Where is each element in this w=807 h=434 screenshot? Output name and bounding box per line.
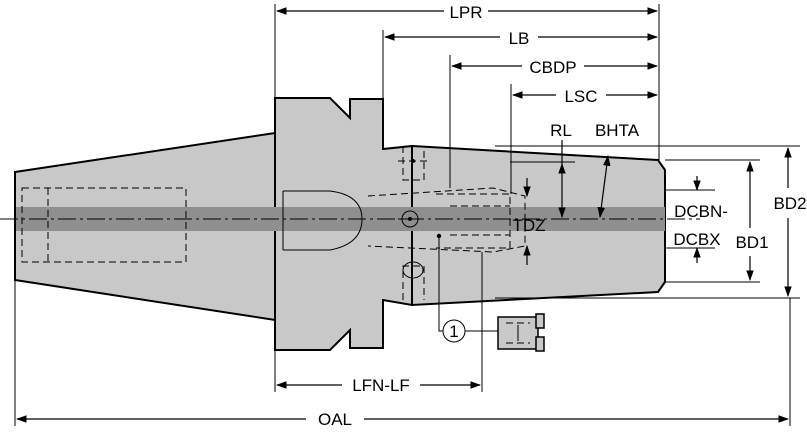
label-lsc: LSC xyxy=(564,87,597,106)
label-lpr: LPR xyxy=(449,3,482,22)
label-dcbn: DCBN- xyxy=(674,202,728,221)
label-lb: LB xyxy=(509,29,530,48)
extension-lines xyxy=(14,4,800,426)
label-dcbx: DCBX xyxy=(673,230,720,249)
set-screw-part xyxy=(497,313,545,352)
label-cbdp: CBDP xyxy=(529,58,576,77)
dimension-labels: LPR LB CBDP LSC RL BHTA TDZ DCBN- DCBX B… xyxy=(318,3,807,429)
label-bd1: BD1 xyxy=(735,233,768,252)
hole-dot xyxy=(411,159,415,163)
label-bd2: BD2 xyxy=(773,194,806,213)
label-bhta: BHTA xyxy=(595,121,640,140)
callout-1: 1 xyxy=(436,233,498,343)
label-lfn-lf: LFN-LF xyxy=(352,376,410,395)
callout-number: 1 xyxy=(449,322,458,341)
label-tdz: TDZ xyxy=(512,216,545,235)
dimension-lines xyxy=(15,7,792,423)
label-oal: OAL xyxy=(318,410,352,429)
label-rl: RL xyxy=(550,121,572,140)
center-dot xyxy=(408,217,412,221)
